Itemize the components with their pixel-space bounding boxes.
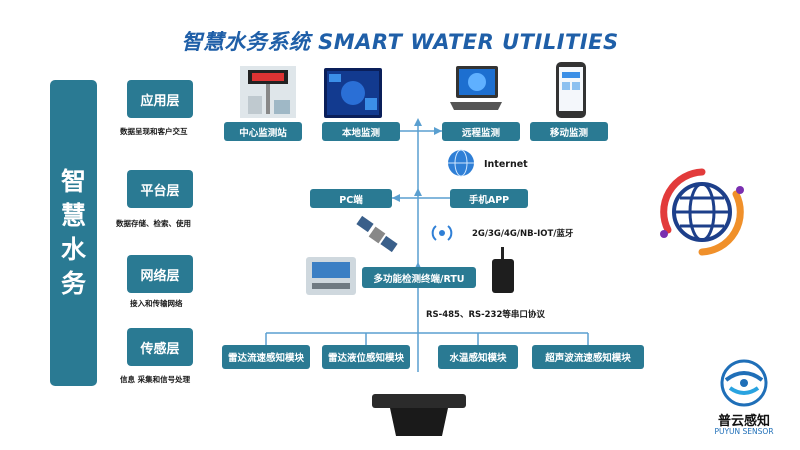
brand-name-cn: 普云感知 [717,414,770,429]
platform-pc: PC端 [310,189,392,208]
side-title-char: 水 [60,235,86,264]
rtu-terminal-icon [492,247,514,293]
layer-network: 网络层 [127,255,193,293]
platform-mobile-app: 手机APP [450,189,528,208]
internet-globe-icon [448,149,474,177]
radar-sensor-device-icon [372,394,466,436]
serial-protocols: RS-485、RS-232等串口协议 [426,310,545,320]
laptop-icon [450,66,502,110]
layer-network-desc: 接入和传输网络 [130,299,183,308]
mobile-phone-icon [556,62,586,118]
sensor-ultrasonic-flow: 超声波流速感知模块 [532,345,644,369]
puyun-logo-icon [720,359,768,407]
app-mobile-monitoring: 移动监测 [530,122,608,141]
layer-application: 应用层 [127,80,193,118]
side-title-char: 慧 [60,201,86,230]
layer-application-desc: 数据呈现和客户交互 [120,127,188,136]
network-rtu: 多功能检测终端/RTU [362,267,476,288]
layer-platform-desc: 数据存储、检索、使用 [116,219,191,228]
local-monitor-screen-icon [324,68,382,118]
controller-device-icon [306,257,356,295]
wireless-signal-icon [431,225,453,241]
layer-sensing-desc: 信息 采集和信号处理 [120,375,191,384]
app-local-monitoring: 本地监测 [322,122,400,141]
layer-sensing: 传感层 [127,328,193,366]
wireless-protocols: 2G/3G/4G/NB-IOT/蓝牙 [472,229,574,239]
satellite-icon [356,215,398,253]
app-center-station: 中心监测站 [224,122,302,141]
sensor-water-temp: 水温感知模块 [438,345,518,369]
sensor-radar-flow: 雷达流速感知模块 [222,345,310,369]
side-title-char: 务 [60,269,86,298]
brand-name-en: PUYUN SENSOR [714,427,774,436]
monitoring-station-icon [240,66,296,118]
side-title-char: 智 [60,167,86,196]
app-remote-monitoring: 远程监测 [442,122,520,141]
internet-label: Internet [484,159,528,170]
sensor-radar-level: 雷达液位感知模块 [322,345,410,369]
side-title-bar: 智 慧 水 务 [50,80,97,386]
network-globe-logo-icon [660,168,744,256]
layer-platform: 平台层 [127,170,193,208]
page-title: 智慧水务系统 SMART WATER UTILITIES [181,30,619,54]
